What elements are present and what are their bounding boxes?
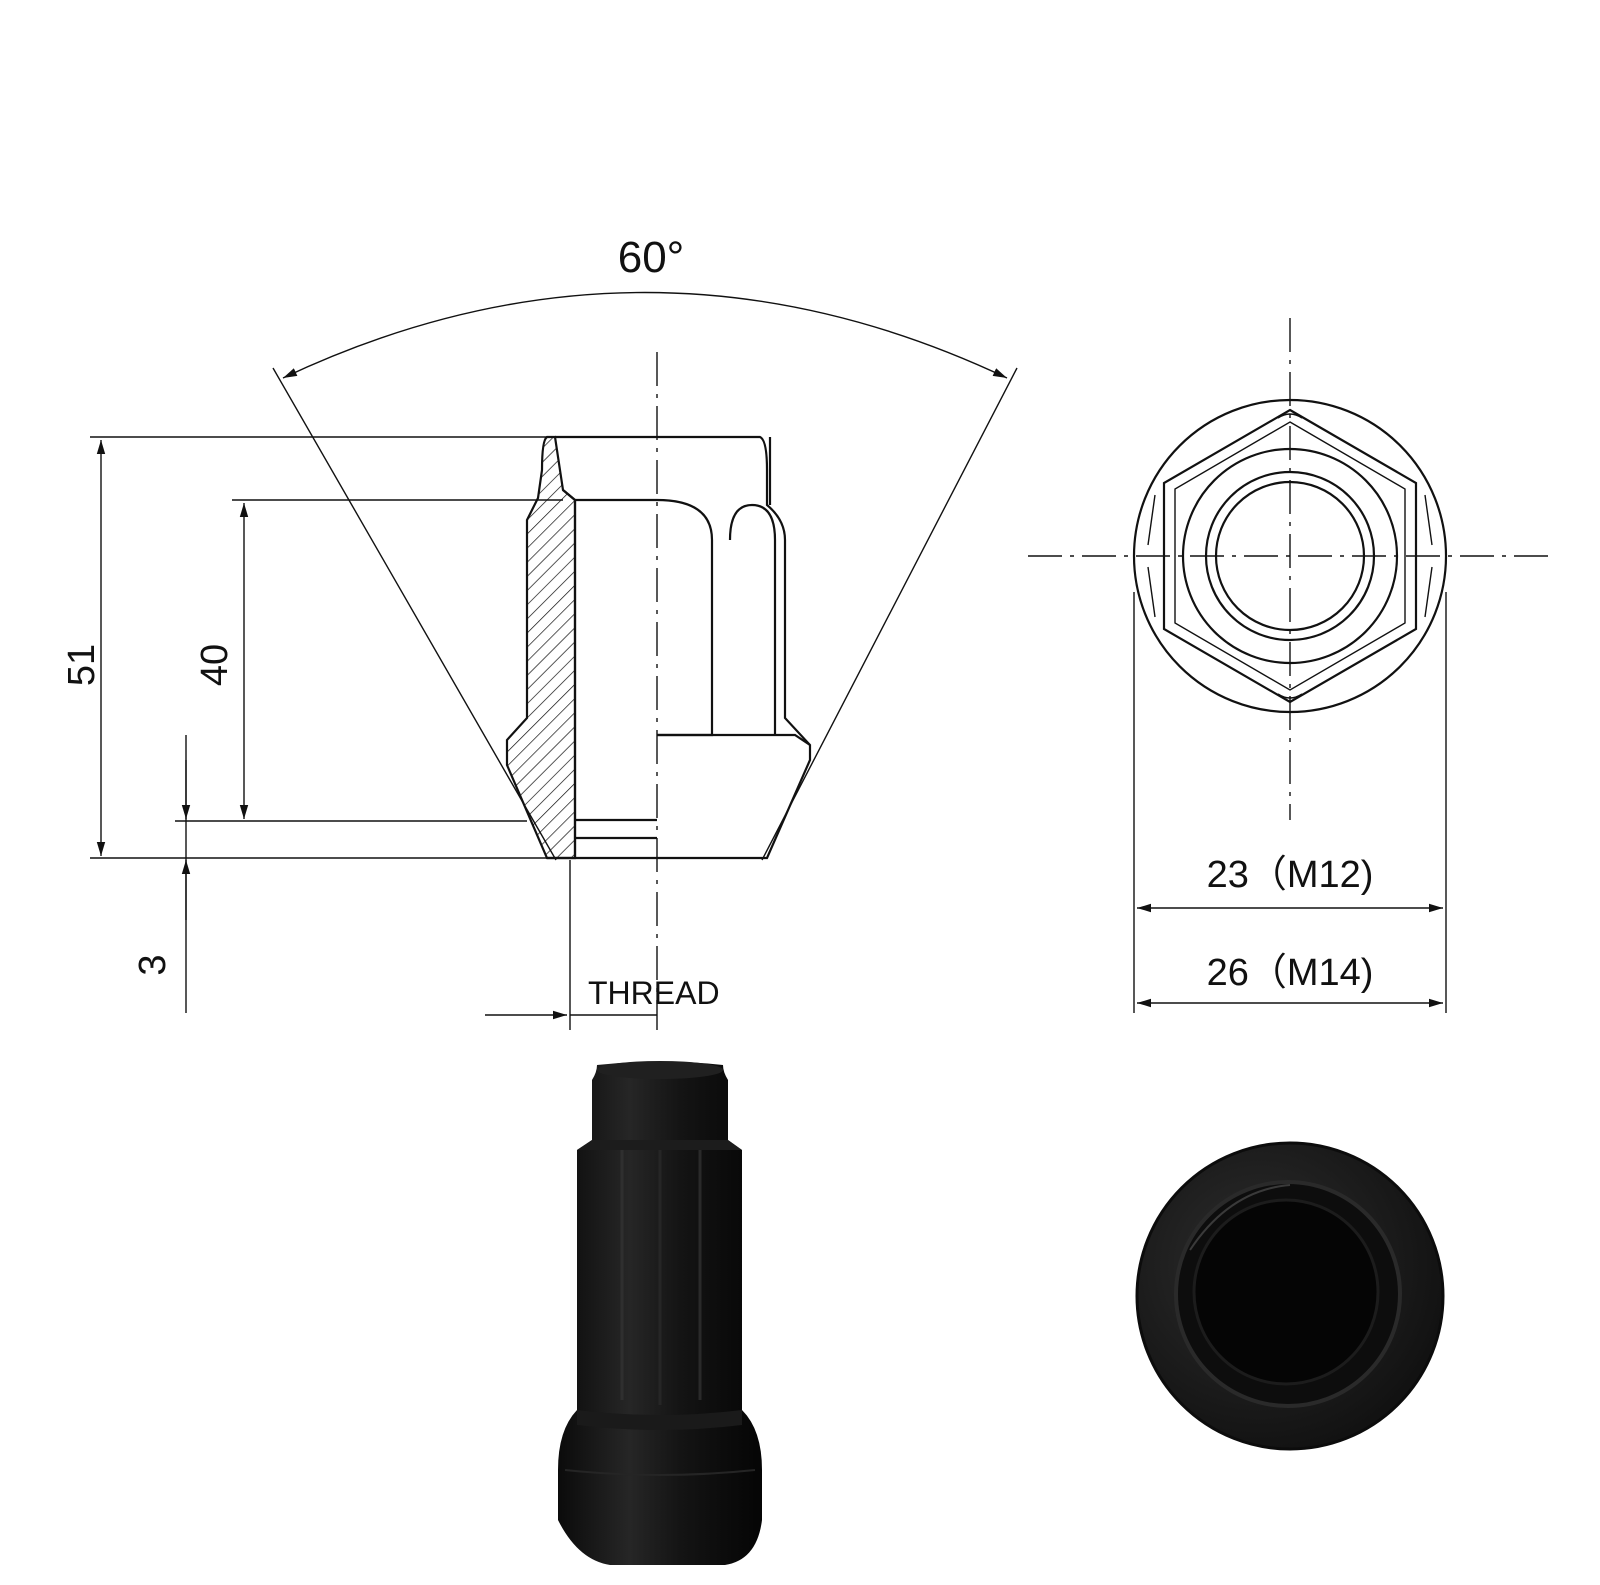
seat-angle-indicator: 60° <box>272 233 1018 861</box>
dim-40-label: 40 <box>194 644 236 686</box>
top-view <box>1028 318 1550 820</box>
thread-label: THREAD <box>588 975 720 1011</box>
dim-51-label: 51 <box>61 644 103 686</box>
dim-3-label: 3 <box>132 954 174 975</box>
dim-m12-label: 23（M12) <box>1207 854 1374 896</box>
dim-m14-label: 26（M14) <box>1207 952 1374 994</box>
dimension-thread-depth: 40 <box>175 499 563 822</box>
angle-label: 60° <box>618 233 685 282</box>
dimension-hex-widths: 23（M12) 26（M14) <box>1133 592 1447 1013</box>
lug-nut-photo-bottom <box>1135 1141 1445 1451</box>
lug-nut-photo-side <box>558 1061 762 1565</box>
dimension-overall: 51 <box>61 436 547 859</box>
side-section-view <box>505 352 812 1030</box>
thread-callout: THREAD <box>485 860 720 1030</box>
dimension-seat-offset: 3 <box>132 735 191 1013</box>
